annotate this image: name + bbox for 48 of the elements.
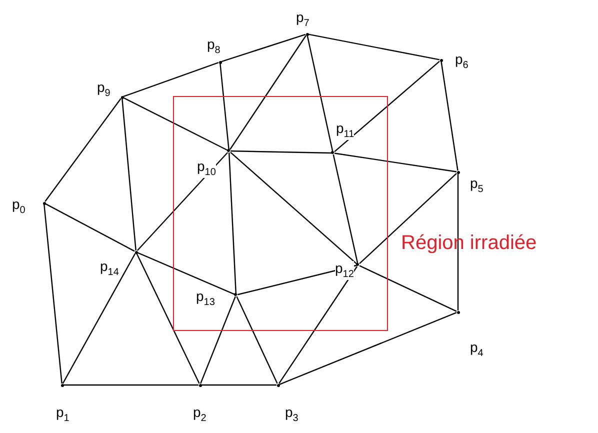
mesh-edge — [334, 152, 457, 172]
mesh-edge — [200, 296, 236, 384]
mesh-edge — [359, 265, 457, 312]
point-label: p$_{12}$ — [335, 261, 354, 280]
mesh-edge — [122, 98, 136, 251]
mesh-vertex — [306, 32, 308, 36]
mesh-edge — [230, 152, 357, 264]
mesh-vertex — [456, 170, 460, 174]
mesh-vertex — [134, 250, 138, 254]
mesh-edge — [228, 152, 237, 294]
mesh-vertex — [331, 151, 334, 154]
mesh-edge — [44, 98, 122, 202]
mesh-edge — [137, 252, 235, 295]
mesh-edge — [237, 264, 357, 296]
mesh-edge — [64, 384, 198, 386]
mesh-edge — [136, 152, 228, 251]
mesh-edge — [279, 312, 457, 385]
mesh-edge — [278, 266, 358, 384]
mesh-edge — [359, 172, 457, 264]
mesh-edge — [334, 60, 440, 152]
mesh-vertex — [227, 149, 230, 152]
mesh-edge — [123, 62, 219, 98]
mesh-edge — [230, 35, 306, 150]
mesh-vertex — [234, 293, 237, 296]
mesh-edge — [62, 253, 136, 384]
mesh-edge — [220, 63, 230, 150]
mesh-vertex — [120, 96, 124, 98]
mesh-vertex — [198, 384, 202, 386]
mesh-vertex — [276, 384, 280, 386]
mesh-vertex — [356, 263, 359, 266]
mesh-edge — [44, 204, 62, 384]
mesh-edge — [221, 34, 306, 62]
mesh-vertex — [60, 384, 64, 386]
mesh-edge — [202, 384, 276, 386]
mesh-vertex — [456, 310, 460, 314]
mesh-edge — [230, 150, 332, 154]
mesh-edge — [332, 154, 358, 264]
mesh-edge — [236, 296, 278, 384]
mesh-edge — [306, 35, 334, 152]
mesh-edge — [123, 97, 228, 151]
mesh-vertex — [42, 202, 46, 204]
mesh-edge — [440, 61, 458, 171]
mesh-vertex — [218, 60, 222, 64]
mesh-edge — [136, 253, 200, 384]
mesh-vertex — [440, 58, 442, 62]
mesh-edge — [308, 34, 440, 60]
mesh-edge — [457, 174, 459, 310]
mesh-edge — [45, 203, 135, 252]
